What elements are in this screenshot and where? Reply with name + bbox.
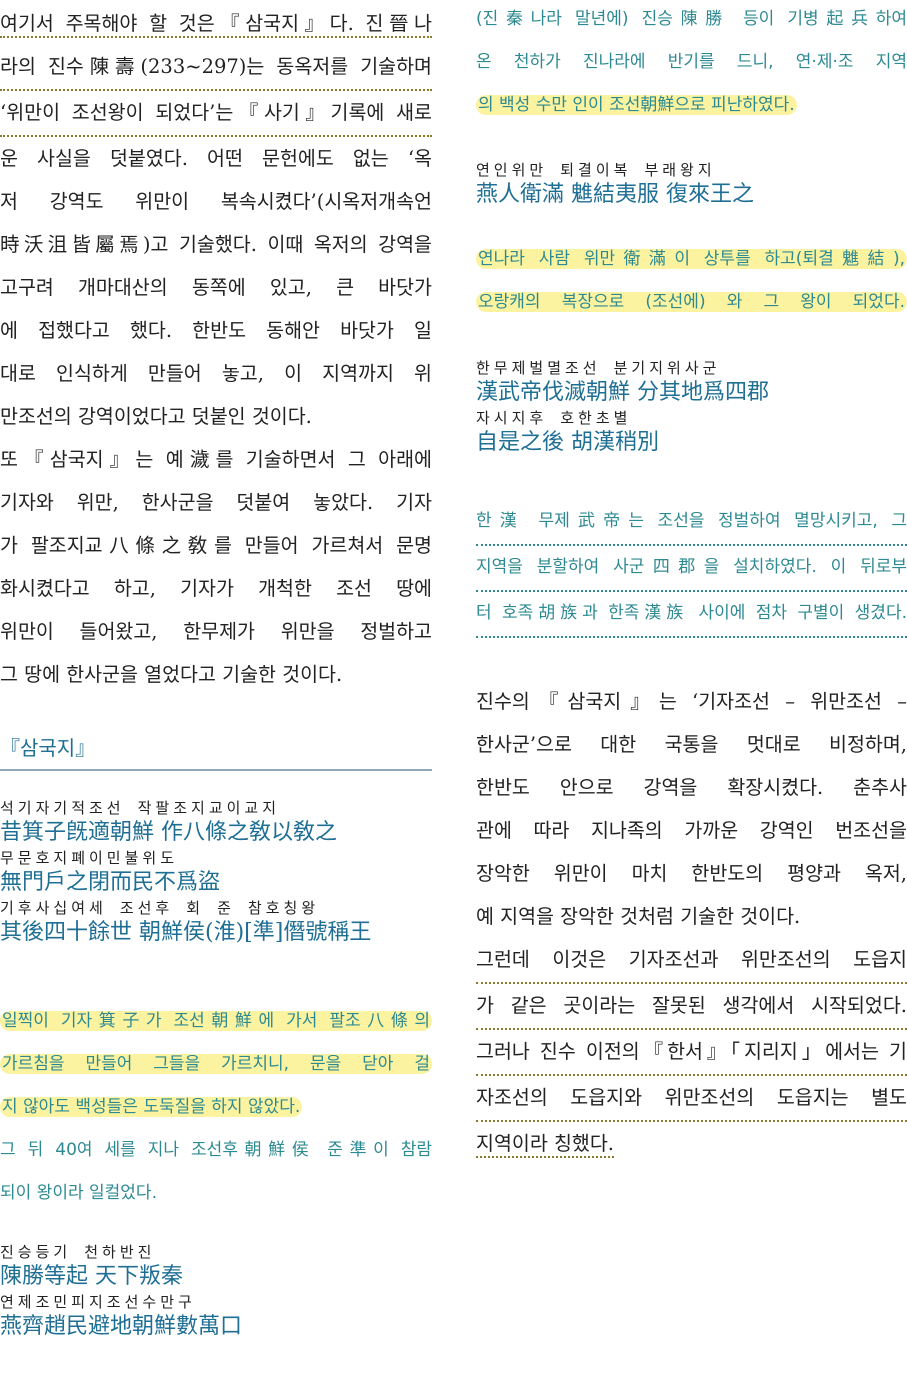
hanja-line: 陳勝等起 天下叛秦 <box>0 1264 183 1289</box>
translation-line: 가르침을 만들어 그들을 가르치니, 문을 닫아 걸 <box>0 1054 432 1074</box>
translation-line: 되이 왕이라 일컬었다. <box>0 1183 157 1203</box>
translation-line: 오랑캐의 복장으로 (조선에) 와 그 왕이 되었다. <box>476 292 907 312</box>
hangul-reading: 무문호지폐이민불위도 <box>0 849 179 867</box>
text-line: 장악한 위만이 마치 한반도의 평양과 옥저, <box>476 862 907 885</box>
hangul-reading: 자시지후 호한초별 <box>476 409 632 427</box>
hanja-line: 燕齊趙民避地朝鮮數萬口 <box>0 1314 243 1339</box>
text-line: 운 사실을 덧붙였다. 어떤 문헌에도 없는 ‘옥 <box>0 147 432 170</box>
closing-paragraph: 진수의『삼국지』는 ‘기자조선 – 위만조선 – 한사군’으로 대한 국통을 멋… <box>476 680 907 1165</box>
translation-line: 그 뒤 40여 세를 지나 조선후朝鮮侯 준準이 참람 <box>0 1140 432 1160</box>
hanja-line: 漢武帝伐滅朝鮮 分其地爲四郡 <box>476 380 769 405</box>
text-line: 한사군’으로 대한 국통을 멋대로 비정하며, <box>476 733 907 756</box>
text-line: 만조선의 강역이었다고 덧붙인 것이다. <box>0 405 312 428</box>
text-line: 그런데 이것은 기자조선과 위만조선의 도읍지 <box>476 938 907 984</box>
text-line: 에 접했다고 했다. 한반도 동해안 바닷가 일 <box>0 319 432 342</box>
translation-line: 일찍이 기자箕子가 조선朝鮮에 가서 팔조八條의 <box>0 1011 432 1031</box>
text-line: 그 땅에 한사군을 열었다고 기술한 것이다. <box>0 663 343 686</box>
text-line: 관에 따라 지나족의 가까운 강역인 번조선을 <box>476 819 907 842</box>
translation-line: 온 천하가 진나라에 반기를 드니, 연·제·조 지역 <box>476 52 907 72</box>
text-line: 예 지역을 장악한 것처럼 기술한 것이다. <box>476 905 801 928</box>
text-line: 기자와 위만, 한사군을 덧붙여 놓았다. 기자 <box>0 491 432 514</box>
text-line: 라의 진수陳壽(233~297)는 동옥저를 기술하며 <box>0 45 432 91</box>
translation-line: 지 않아도 백성들은 도둑질을 하지 않았다. <box>0 1097 303 1117</box>
translation-line: 한漢 무제武帝는 조선을 정벌하여 멸망시키고, 그 <box>476 500 907 546</box>
translation-block-3: 연나라 사람 위만衛滿이 상투를 하고(퇴결魋結), 오랑캐의 복장으로 (조선… <box>476 238 907 324</box>
section-title: 『삼국지』 <box>0 732 432 771</box>
text-line: 진수의『삼국지』는 ‘기자조선 – 위만조선 – <box>476 690 907 713</box>
hanja-line: 昔箕子旣適朝鮮 作八條之敎以敎之 <box>0 820 337 845</box>
hangul-reading: 연제조민피지조선수만구 <box>0 1293 196 1311</box>
translation-block-4: 한漢 무제武帝는 조선을 정벌하여 멸망시키고, 그 지역을 분할하여 사군四郡… <box>476 500 907 638</box>
hanja-line: 其後四十餘世 朝鮮侯(淮)[準]僭號稱王 <box>0 920 372 945</box>
text-line: 저 강역도 위만이 복속시켰다’(시옥저개속언 <box>0 190 432 213</box>
hangul-reading: 석기자기적조선 작팔조지교이교지 <box>0 799 281 817</box>
text-line: 時沃沮皆屬焉)고 기술했다. 이때 옥저의 강역을 <box>0 233 432 256</box>
text-line: 한반도 안으로 강역을 확장시켰다. 춘추사 <box>476 776 907 799</box>
quote-block-1: 석기자기적조선 작팔조지교이교지 昔箕子旣適朝鮮 作八條之敎以敎之 무문호지폐이… <box>0 798 432 948</box>
hangul-reading: 연인위만 퇴결이복 부래왕지 <box>476 161 716 179</box>
translation-line: 터 호족胡族과 한족漢族 사이에 점차 구별이 생겼다. <box>476 592 907 638</box>
text-line: 지역이라 칭했다. <box>476 1122 907 1165</box>
text-line: 화시켰다고 하고, 기자가 개척한 조선 땅에 <box>0 577 432 600</box>
text-line: 대로 인식하게 만들어 놓고, 이 지역까지 위 <box>0 362 432 385</box>
translation-line: 지역을 분할하여 사군四郡을 설치하였다. 이 뒤로부 <box>476 546 907 592</box>
text-line: 또『삼국지』는 예濊를 기술하면서 그 아래에 <box>0 448 432 471</box>
text-line: 고구려 개마대산의 동쪽에 있고, 큰 바닷가 <box>0 276 432 299</box>
hanja-line: 燕人衛滿 魋結夷服 復來王之 <box>476 182 754 207</box>
translation-line: 연나라 사람 위만衛滿이 상투를 하고(퇴결魋結), <box>476 249 907 269</box>
text-line: ‘위만이 조선왕이 되었다’는『사기』기록에 새로 <box>0 91 432 137</box>
translation-block-2: (진秦나라 말년에) 진승陳勝 등이 기병起兵하여 온 천하가 진나라에 반기를… <box>476 0 907 127</box>
translation-line: (진秦나라 말년에) 진승陳勝 등이 기병起兵하여 <box>476 9 907 29</box>
quote-block-4: 한무제벌멸조선 분기지위사군 漢武帝伐滅朝鮮 分其地爲四郡 자시지후 호한초별 … <box>476 358 907 458</box>
hanja-line: 無門戶之閉而民不爲盜 <box>0 870 221 895</box>
text-line: 자조선의 도읍지와 위만조선의 도읍지는 별도 <box>476 1076 907 1122</box>
text-line: 가 같은 곳이라는 잘못된 생각에서 시작되었다. <box>476 984 907 1030</box>
intro-paragraph: 여기서 주목해야 할 것은『삼국지』다. 진晉나 라의 진수陳壽(233~297… <box>0 2 432 696</box>
text-line: 위만이 들어왔고, 한무제가 위만을 정벌하고 <box>0 620 432 643</box>
translation-line: 의 백성 수만 인이 조선朝鮮으로 피난하였다. <box>476 95 797 115</box>
hanja-line: 自是之後 胡漢稍別 <box>476 430 659 455</box>
quote-block-2: 진승등기 천하반진 陳勝等起 天下叛秦 연제조민피지조선수만구 燕齊趙民避地朝鮮… <box>0 1242 432 1342</box>
translation-block-1: 일찍이 기자箕子가 조선朝鮮에 가서 팔조八條의 가르침을 만들어 그들을 가르… <box>0 1000 432 1215</box>
text-line: 여기서 주목해야 할 것은『삼국지』다. 진晉나 <box>0 2 432 45</box>
hangul-reading: 한무제벌멸조선 분기지위사군 <box>476 359 721 377</box>
hangul-reading: 기후사십여세 조선후 회 준 참호칭왕 <box>0 899 320 917</box>
quote-block-3: 연인위만 퇴결이복 부래왕지 燕人衛滿 魋結夷服 復來王之 <box>476 160 907 210</box>
text-line: 가 팔조지교八條之敎를 만들어 가르쳐서 문명 <box>0 534 432 557</box>
hangul-reading: 진승등기 천하반진 <box>0 1243 156 1261</box>
text-line: 그러나 진수 이전의『한서』「지리지」에서는 기 <box>476 1030 907 1076</box>
